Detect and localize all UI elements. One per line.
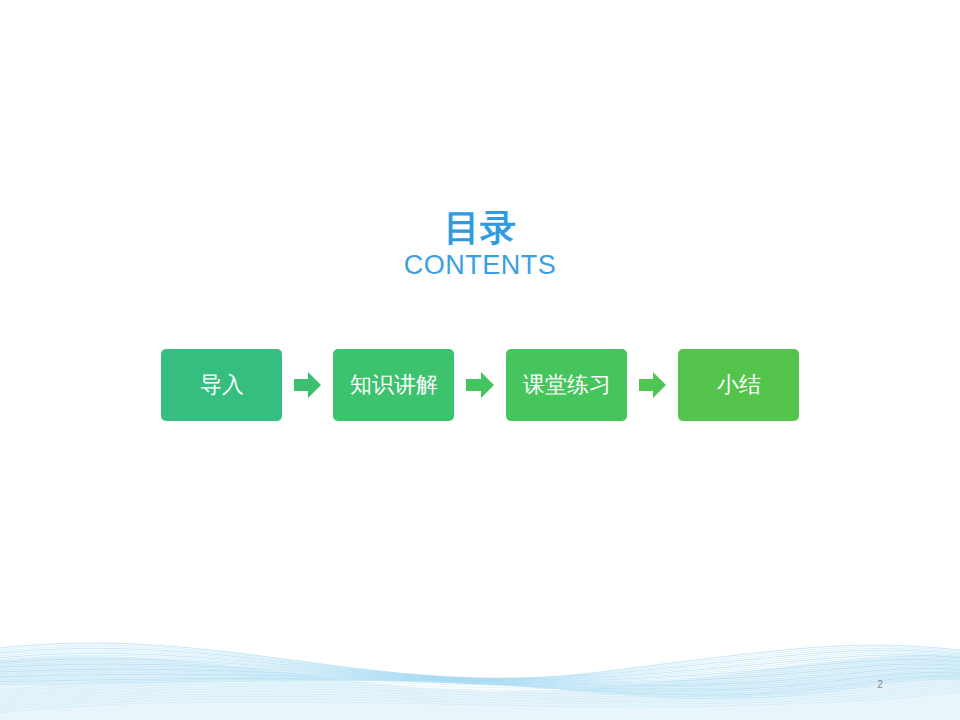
box-label: 小结	[717, 370, 761, 400]
flow-arrow	[466, 372, 494, 398]
process-box: 课堂练习	[506, 349, 627, 421]
wave-line	[0, 690, 960, 710]
page-number: 2	[877, 679, 883, 690]
box-label: 导入	[200, 370, 244, 400]
subtitle: CONTENTS	[404, 250, 557, 281]
title: 目录	[444, 204, 516, 253]
wave-band	[0, 654, 960, 720]
flow-arrow	[639, 372, 666, 398]
wave-line	[0, 693, 960, 713]
process-box: 知识讲解	[333, 349, 454, 421]
process-box: 小结	[678, 349, 799, 421]
flow-arrow	[294, 372, 321, 398]
box-label: 课堂练习	[523, 370, 611, 400]
process-box: 导入	[161, 349, 282, 421]
box-label: 知识讲解	[350, 370, 438, 400]
